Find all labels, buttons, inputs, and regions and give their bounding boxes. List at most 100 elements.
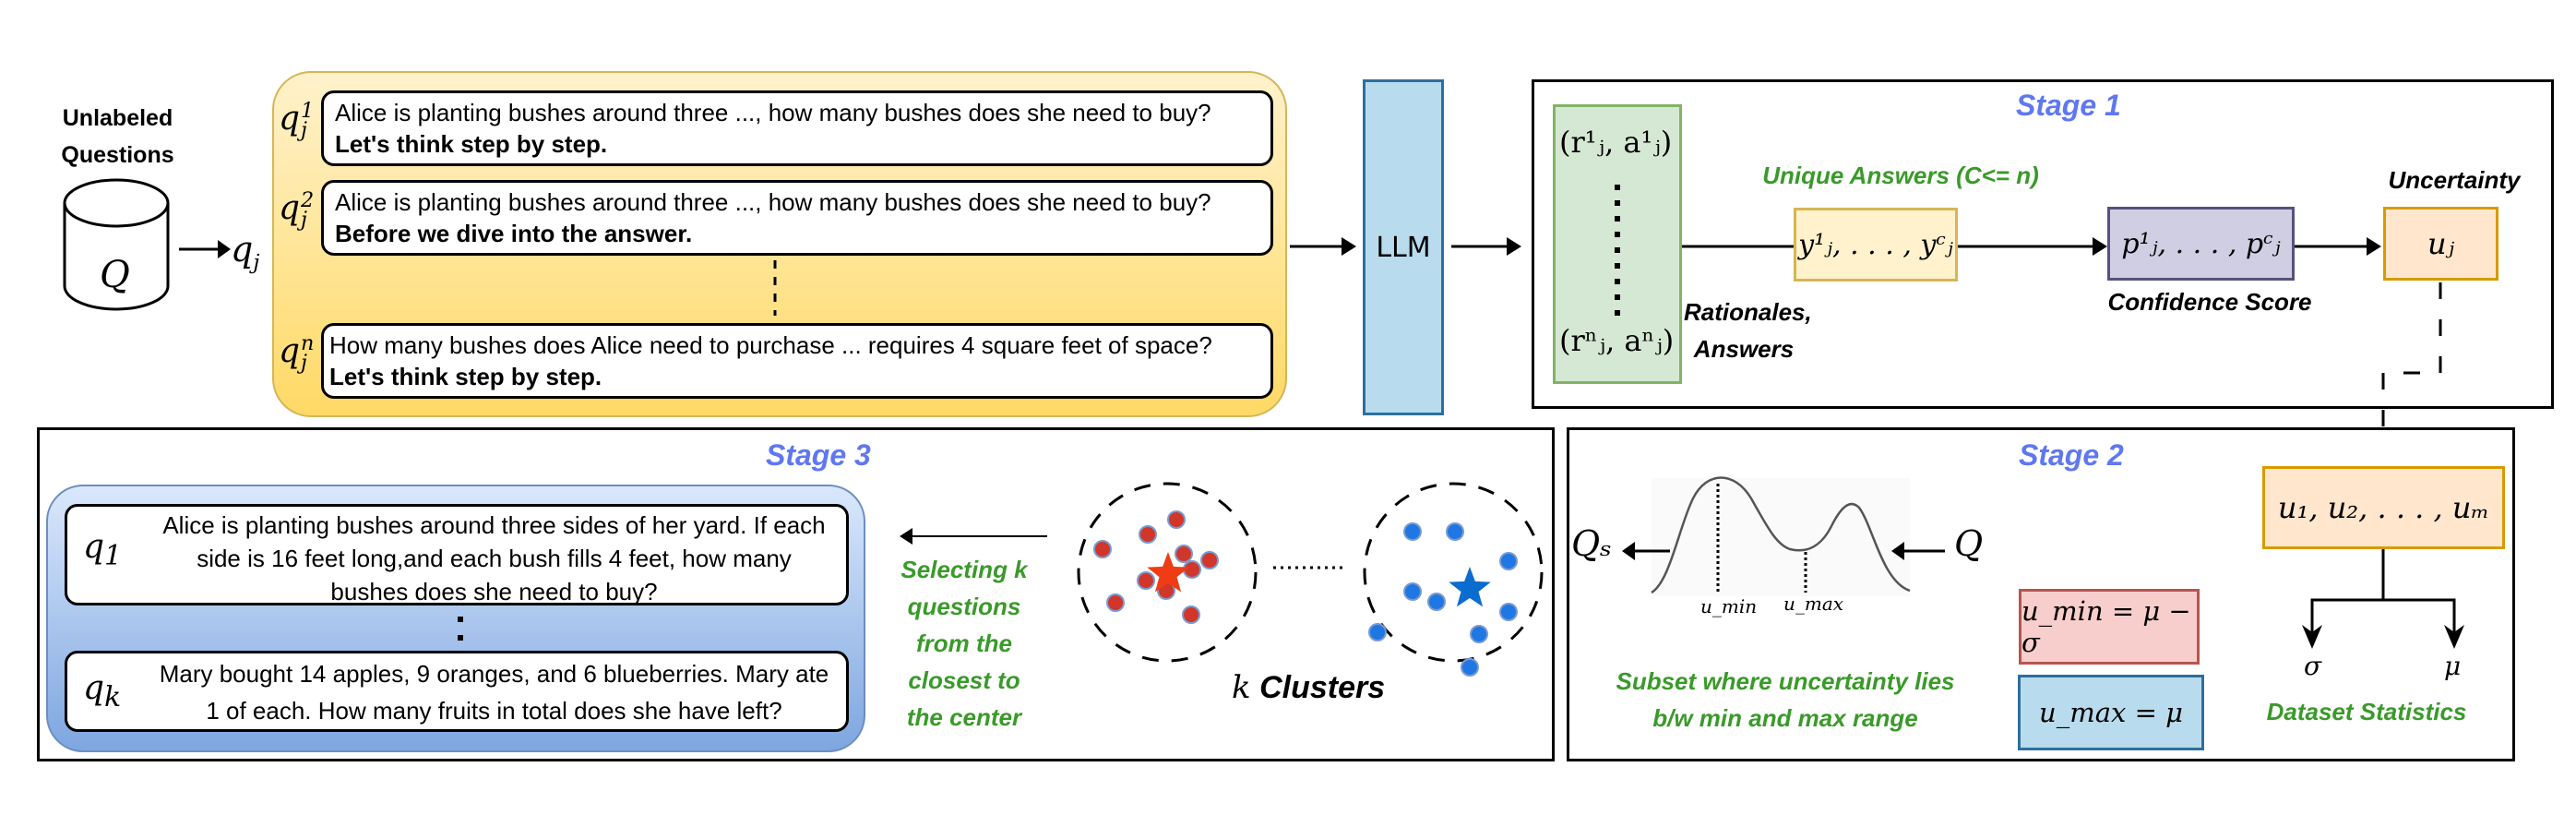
centroid-star-icon — [1147, 552, 1189, 593]
query-sub: j — [253, 250, 260, 275]
k-clusters-label: k Clusters — [1232, 669, 1385, 706]
rationale-last: (rⁿⱼ, aⁿⱼ) — [1559, 323, 1675, 358]
selected-question-k[interactable]: Mary bought 14 apples, 9 oranges, and 6 … — [65, 651, 849, 732]
stage2-title: Stage 2 — [2019, 438, 2124, 472]
cluster-point — [1461, 658, 1479, 677]
cluster-point — [1182, 605, 1200, 624]
label-line-1: Subset where uncertainty lies — [1616, 667, 1955, 695]
label-line: Selecting k — [900, 556, 1028, 583]
mu-symbol: μ — [2444, 651, 2462, 681]
question-text: Mary bought 14 apples, 9 oranges, and 6 … — [159, 660, 829, 725]
unique-answers-box[interactable]: y¹ⱼ, . . . , yᶜⱼ — [1794, 208, 1958, 282]
stage3-title: Stage 3 — [766, 438, 871, 472]
prompt-trigger: Before we dive into the answer. — [335, 220, 693, 247]
clusters-word: Clusters — [1259, 670, 1386, 705]
prompt-question: How many bushes does Alice need to purch… — [329, 331, 1212, 359]
label-base: q — [279, 332, 301, 370]
cluster-point — [1137, 571, 1155, 590]
cluster-blue — [1363, 482, 1544, 677]
prompt-card-2[interactable]: Alice is planting bushes around three ..… — [321, 180, 1273, 256]
prompt-trigger: Let's think step by step. — [329, 363, 602, 390]
query-symbol: qj — [231, 229, 259, 275]
cluster-red — [1077, 482, 1258, 663]
cluster-point — [1403, 522, 1422, 541]
uncertainties-box[interactable]: u₁, u₂, . . . , uₘ — [2262, 466, 2505, 549]
label-line-1: Rationales, — [1684, 298, 1812, 326]
unique-answers-label: Unique Answers (C<= n) — [1762, 162, 2039, 189]
cluster-point — [1106, 593, 1125, 612]
selected-ellipsis-dots — [458, 617, 463, 641]
label-sub: 1 — [104, 540, 123, 573]
label-sub: k — [104, 681, 122, 714]
rationale-ellipsis-dots — [1615, 185, 1620, 318]
prompt-ellipsis-dashes — [773, 260, 777, 316]
rationales-answers-label: Rationales, Answers — [1684, 294, 1812, 367]
label-line-2: Answers — [1693, 335, 1795, 363]
database-symbol: Q — [100, 254, 130, 296]
llm-label: LLM — [1376, 231, 1431, 264]
umax-equation-box[interactable]: u_max = μ — [2018, 675, 2204, 750]
uncertainty-distribution-curve — [1651, 476, 1911, 596]
cluster-point — [1200, 551, 1219, 569]
uncertainty-label: Uncertainty — [2388, 166, 2521, 194]
cluster-point — [1175, 545, 1193, 563]
label-line: closest to — [908, 666, 1020, 694]
cluster-point — [1167, 510, 1186, 529]
label-sup: n — [301, 330, 315, 355]
title-line-1: Unlabeled — [62, 105, 173, 131]
query-base: q — [231, 229, 254, 270]
label-line-2: b/w min and max range — [1652, 704, 1918, 732]
umin-tick-label: u_min — [1700, 595, 1758, 617]
cluster-point — [1368, 623, 1387, 641]
confidence-label: Confidence Score — [2107, 288, 2312, 316]
label-sub: j — [301, 351, 307, 375]
sigma-symbol: σ — [2304, 651, 2322, 681]
cluster-point — [1093, 540, 1112, 558]
label-sub: j — [301, 118, 307, 142]
label-line: from the — [916, 629, 1012, 657]
label-line: the center — [906, 703, 1022, 731]
cluster-point — [1499, 552, 1518, 570]
label-line: questions — [907, 593, 1021, 620]
prompt-card-1[interactable]: Alice is planting bushes around three ..… — [321, 90, 1273, 166]
selected-question-1[interactable]: Alice is planting bushes around three si… — [65, 504, 849, 605]
Q-input-symbol: Q — [1954, 523, 1984, 564]
cluster-point — [1499, 603, 1518, 621]
cluster-boundary — [1363, 482, 1544, 663]
rationale-first: (r¹ⱼ, a¹ⱼ) — [1559, 125, 1673, 160]
selecting-label: Selecting k questions from the closest t… — [886, 551, 1043, 736]
branch-to-stats — [2302, 549, 2464, 649]
prompt-trigger: Let's think step by step. — [335, 130, 608, 158]
uncertainty-box[interactable]: uⱼ — [2383, 207, 2498, 281]
title-line-2: Questions — [61, 142, 174, 168]
label-base: q — [279, 189, 301, 227]
label-base: q — [83, 528, 105, 566]
cluster-point — [1139, 525, 1157, 544]
label-sup: 1 — [301, 98, 315, 123]
selected-question-k-label: qk — [83, 669, 121, 713]
Qs-output-symbol: Qₛ — [1571, 523, 1612, 564]
label-sup: 2 — [301, 187, 315, 212]
label-base: q — [83, 669, 105, 707]
cluster-point — [1403, 582, 1422, 601]
prompt-question: Alice is planting bushes around three ..… — [335, 99, 1211, 126]
confidence-box[interactable]: p¹ⱼ, . . . , pᶜⱼ — [2107, 207, 2295, 281]
arrow-clusters-to-selected — [900, 528, 1047, 545]
umin-equation-box[interactable]: u_min = μ − σ — [2019, 589, 2200, 665]
clusters-ellipsis-dots — [1273, 566, 1345, 569]
cluster-point — [1446, 522, 1464, 541]
arrow-confidence-to-uncertainty — [2295, 237, 2381, 256]
llm-block[interactable]: LLM — [1363, 79, 1444, 415]
prompt-card-n[interactable]: How many bushes does Alice need to purch… — [321, 323, 1273, 399]
arrow-answers-to-confidence — [1958, 237, 2107, 256]
cluster-boundary — [1077, 482, 1258, 663]
database-icon — [63, 178, 170, 311]
dataset-statistics-label: Dataset Statistics — [2266, 698, 2467, 725]
rationales-box[interactable] — [1553, 104, 1682, 384]
subset-label: Subset where uncertainty lies b/w min an… — [1601, 663, 1970, 737]
arrow-Q-in — [1891, 542, 1945, 560]
umax-tick-label: u_max — [1783, 593, 1844, 615]
